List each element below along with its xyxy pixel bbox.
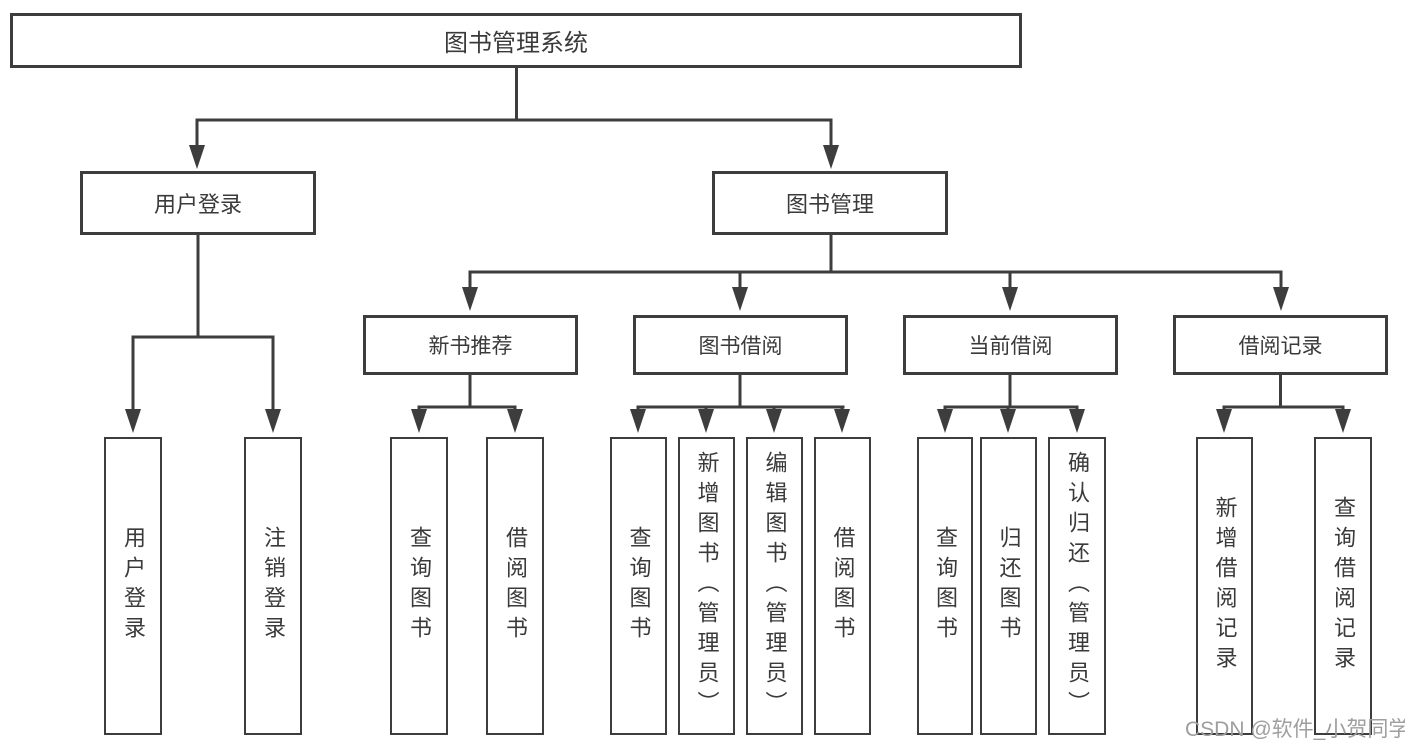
leaf-label: 查询图书	[407, 526, 432, 646]
leaf-label: 新增图书（管理员）	[694, 451, 720, 721]
node-label: 图书管理系统	[444, 30, 588, 57]
leaf-borrow-query-books: 查询图书	[610, 437, 667, 735]
node-current-borrow: 当前借阅	[903, 315, 1118, 375]
node-label: 用户登录	[153, 192, 242, 217]
leaf-label: 注销登录	[261, 526, 286, 646]
leaf-logout: 注销登录	[244, 437, 302, 735]
leaf-recommend-borrow-books: 借阅图书	[486, 437, 544, 735]
leaf-label: 查询借阅记录	[1331, 496, 1356, 676]
leaf-label: 查询图书	[933, 526, 958, 646]
node-label: 当前借阅	[968, 335, 1053, 358]
leaf-label: 用户登录	[121, 526, 146, 646]
node-book-borrow: 图书借阅	[633, 315, 848, 375]
leaf-label: 查询图书	[626, 526, 652, 646]
node-borrow-records: 借阅记录	[1173, 315, 1388, 375]
node-user-login: 用户登录	[80, 171, 316, 235]
leaf-label: 归还图书	[996, 526, 1022, 646]
csdn-watermark: CSDN @软件_小贺同学	[1185, 718, 1405, 741]
leaf-user-login: 用户登录	[104, 437, 162, 735]
leaf-borrow-add-books-admin: 新增图书（管理员）	[678, 437, 735, 735]
leaf-current-confirm-return-admin: 确认归还（管理员）	[1048, 437, 1106, 735]
leaf-current-return-books: 归还图书	[980, 437, 1037, 735]
leaf-current-query-books: 查询图书	[917, 437, 973, 735]
node-book-management: 图书管理	[712, 171, 948, 235]
node-label: 新书推荐	[428, 335, 513, 358]
node-label: 图书管理	[785, 192, 874, 217]
leaf-records-add-record: 新增借阅记录	[1196, 437, 1253, 735]
node-new-book-recommend: 新书推荐	[363, 315, 578, 375]
leaf-recommend-query-books: 查询图书	[390, 437, 448, 735]
node-label: 借阅记录	[1238, 335, 1323, 358]
leaf-label: 借阅图书	[503, 526, 528, 646]
leaf-borrow-borrow-books: 借阅图书	[814, 437, 871, 735]
leaf-borrow-edit-books-admin: 编辑图书（管理员）	[746, 437, 803, 735]
leaf-label: 编辑图书（管理员）	[762, 451, 788, 721]
leaf-label: 确认归还（管理员）	[1065, 451, 1090, 721]
leaf-records-query-record: 查询借阅记录	[1314, 437, 1372, 735]
node-library-management-system: 图书管理系统	[10, 13, 1022, 68]
leaf-label: 新增借阅记录	[1212, 496, 1238, 676]
leaf-label: 借阅图书	[830, 526, 856, 646]
node-label: 图书借阅	[698, 335, 783, 358]
